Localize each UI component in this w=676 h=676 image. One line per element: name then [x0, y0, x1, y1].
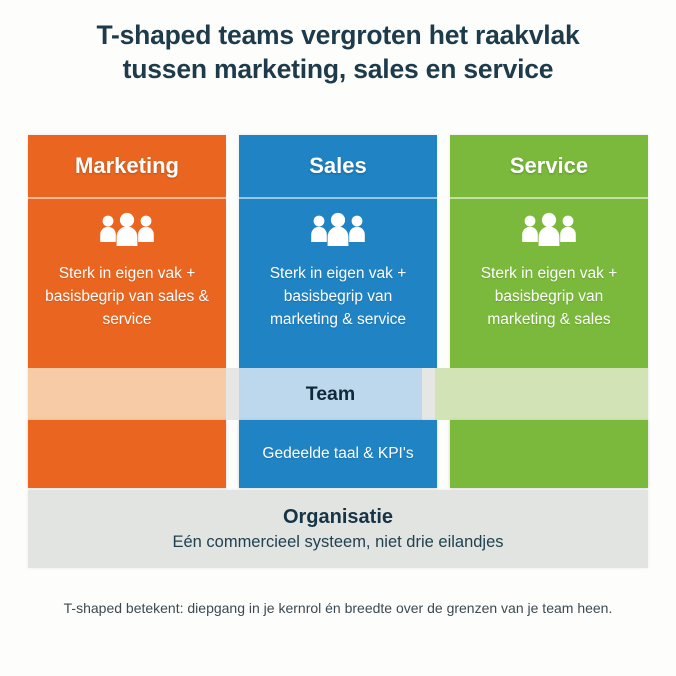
column-header-sales: Sales: [239, 135, 437, 199]
organisation-title: Organisatie: [282, 506, 394, 528]
column-header-service: Service: [450, 135, 648, 199]
people-group-icon: [308, 212, 368, 250]
shared-language-row: Gedeelde taal & KPI's: [28, 420, 648, 488]
people-group-icon: [519, 212, 579, 250]
team-band-gap-left: [226, 368, 239, 420]
column-description-marketing: Sterk in eigen vak + basisbegrip van sal…: [45, 265, 209, 328]
people-group-icon: [97, 212, 157, 250]
team-band: Team: [28, 368, 648, 420]
footer-caption: T-shaped betekent: diepgang in je kernro…: [63, 600, 613, 616]
shared-row-cell-sales: Gedeelde taal & KPI's: [239, 420, 437, 488]
column-description-service: Sterk in eigen vak + basisbegrip van mar…: [480, 265, 618, 328]
team-band-label: Team: [305, 382, 356, 405]
shared-row-cell-marketing: [28, 420, 226, 488]
organisation-band: Organisatie Eén commercieel systeem, nie…: [28, 490, 648, 568]
shared-language-label: Gedeelde taal & KPI's: [262, 445, 414, 462]
page-title: T-shaped teams vergroten het raakvlak tu…: [0, 18, 676, 86]
team-band-segment-sales: Team: [239, 368, 422, 420]
team-band-segment-service: [435, 368, 648, 420]
column-description-sales: Sterk in eigen vak + basisbegrip van mar…: [269, 265, 407, 328]
team-band-gap-right: [422, 368, 435, 420]
shared-row-cell-service: [450, 420, 648, 488]
team-band-segment-marketing: [28, 368, 226, 420]
page-title-line-1: T-shaped teams vergroten het raakvlak: [96, 20, 580, 50]
page-title-line-2: tussen marketing, sales en service: [122, 54, 554, 84]
organisation-subtitle: Eén commercieel systeem, niet drie eilan…: [172, 533, 504, 551]
column-header-marketing: Marketing: [28, 135, 226, 199]
